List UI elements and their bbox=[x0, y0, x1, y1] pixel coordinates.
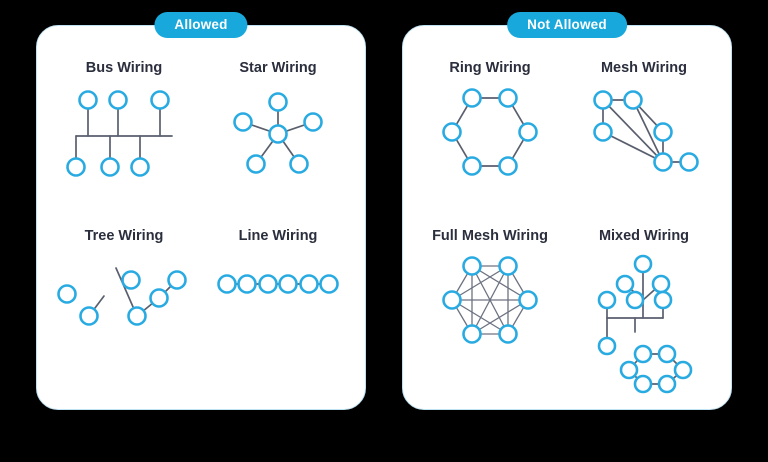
item-line-wiring: Line Wiring bbox=[201, 228, 355, 396]
star-wiring-diagram bbox=[201, 82, 355, 228]
item-title: Line Wiring bbox=[238, 227, 318, 244]
panel-not-allowed: Ring Wiring Mesh W bbox=[402, 12, 732, 462]
not-allowed-items-grid: Ring Wiring Mesh W bbox=[403, 26, 731, 409]
item-title: Star Wiring bbox=[239, 60, 317, 76]
mesh-wiring-diagram bbox=[567, 82, 721, 228]
allowed-items-grid: Bus Wiring bbox=[37, 26, 365, 409]
line-wiring-diagram bbox=[201, 250, 355, 396]
item-full-mesh-wiring: Full Mesh Wiring bbox=[413, 228, 567, 396]
mixed-wiring-diagram bbox=[567, 250, 721, 396]
ring-wiring-diagram bbox=[413, 82, 567, 228]
tree-wiring-diagram bbox=[47, 250, 201, 396]
allowed-card: Bus Wiring bbox=[36, 25, 366, 410]
item-title: Tree Wiring bbox=[84, 227, 164, 244]
item-title: Mesh Wiring bbox=[600, 60, 688, 76]
item-bus-wiring: Bus Wiring bbox=[47, 60, 201, 228]
item-title: Mixed Wiring bbox=[598, 227, 690, 244]
item-tree-wiring: Tree Wiring bbox=[47, 228, 201, 396]
full-mesh-wiring-diagram bbox=[413, 250, 567, 396]
item-ring-wiring: Ring Wiring bbox=[413, 60, 567, 228]
item-star-wiring: Star Wiring bbox=[201, 60, 355, 228]
item-title: Full Mesh Wiring bbox=[432, 227, 548, 244]
bus-wiring-diagram bbox=[47, 82, 201, 228]
item-title: Ring Wiring bbox=[449, 60, 531, 76]
badge-not-allowed: Not Allowed bbox=[507, 12, 627, 38]
badge-allowed: Allowed bbox=[154, 12, 248, 38]
item-mixed-wiring: Mixed Wiring bbox=[567, 228, 721, 396]
item-mesh-wiring: Mesh Wiring bbox=[567, 60, 721, 228]
panel-allowed: Bus Wiring bbox=[36, 12, 366, 462]
not-allowed-card: Ring Wiring Mesh W bbox=[402, 25, 732, 410]
item-title: Bus Wiring bbox=[85, 60, 163, 76]
